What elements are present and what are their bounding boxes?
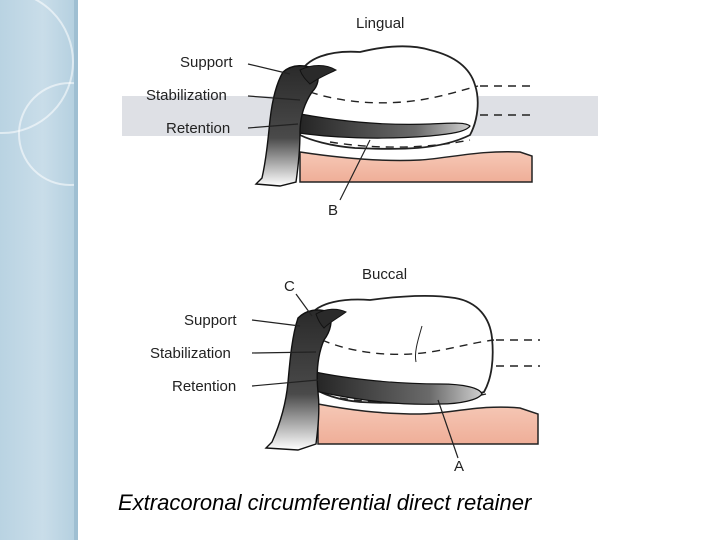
bottom-support-leader: [251, 319, 301, 327]
sidebar-edge: [74, 0, 78, 540]
bottom-retention-label: Retention: [172, 378, 237, 395]
bottom-stabilization-label: Stabilization: [150, 345, 231, 362]
bottom-clasp-label: C: [284, 278, 295, 295]
bottom-clasp-arm: [305, 369, 483, 405]
top-clasp-arm: [289, 111, 471, 139]
decorative-sidebar: [0, 0, 78, 540]
top-support-leader: [247, 63, 291, 75]
bottom-pointer-label: A: [454, 458, 465, 475]
bottom-view-label: Buccal: [362, 266, 408, 283]
top-pointer-label: B: [328, 202, 339, 219]
top-support-label: Support: [180, 54, 233, 71]
top-retention-label: Retention: [166, 120, 231, 137]
top-view-label: Lingual: [356, 15, 405, 32]
bottom-survey-line: [321, 339, 495, 356]
top-occlusal-rest: [299, 65, 338, 85]
bottom-a-leader: [437, 399, 459, 459]
top-stabilization-leader: [247, 95, 301, 101]
bottom-stabilization-leader: [251, 351, 317, 354]
top-tooth-diagram: [247, 45, 533, 201]
bottom-tooth-crown: [309, 294, 494, 404]
bottom-gum: [317, 403, 539, 445]
bottom-support-label: Support: [184, 312, 237, 329]
bottom-cusp-line: [415, 325, 423, 363]
bottom-tooth-diagram: [251, 293, 540, 459]
top-b-leader: [339, 139, 371, 201]
top-stabilization-label: Stabilization: [146, 87, 227, 104]
bottom-retention-leader: [251, 379, 319, 387]
figure-caption: Extracoronal circumferential direct reta…: [118, 490, 532, 515]
top-retention-leader: [247, 123, 299, 129]
top-dash-3: [329, 139, 471, 148]
top-survey-line: [309, 85, 479, 104]
bottom-occlusal-rest: [315, 308, 347, 329]
top-gum: [299, 150, 533, 183]
bottom-c-leader: [295, 293, 313, 317]
